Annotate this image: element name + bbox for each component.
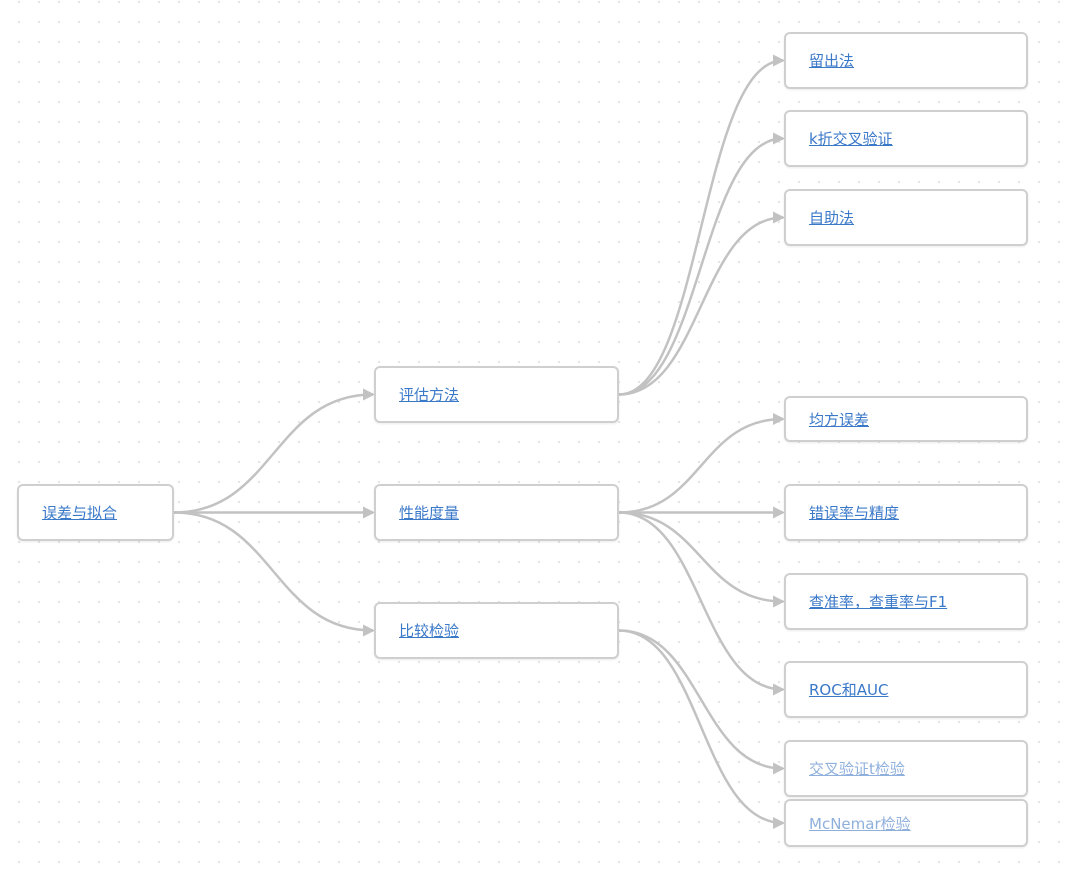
node-precision-recall-f1[interactable]: 查准率，查重率与F1 [784, 573, 1028, 630]
node-roc-and-auc[interactable]: ROC和AUC [784, 661, 1028, 718]
edge-branch-0-to-child-2 [618, 211, 785, 396]
node-root-label[interactable]: 误差与拟合 [42, 504, 118, 522]
node-performance-measures[interactable]: 性能度量 [374, 484, 619, 541]
edge-branch-0-to-child-0 [618, 54, 785, 396]
node-comparison-tests-label[interactable]: 比较检验 [399, 622, 460, 640]
node-mcnemar-test-label[interactable]: McNemar检验 [809, 814, 911, 833]
node-error-rate-and-accuracy-label[interactable]: 错误率与精度 [809, 504, 900, 522]
edge-root-to-branch-2 [173, 511, 375, 637]
node-evaluation-methods-label[interactable]: 评估方法 [399, 386, 460, 404]
edge-branch-2-to-child-1 [618, 629, 785, 829]
edge-branch-1-to-child-3 [618, 511, 785, 696]
node-mean-squared-error-label[interactable]: 均方误差 [809, 410, 870, 429]
node-holdout-label[interactable]: 留出法 [809, 52, 855, 70]
node-error-rate-and-accuracy[interactable]: 错误率与精度 [784, 484, 1028, 541]
node-mean-squared-error[interactable]: 均方误差 [784, 396, 1028, 442]
edge-branch-0-to-child-1 [618, 132, 785, 396]
node-roc-and-auc-label[interactable]: ROC和AUC [809, 681, 889, 699]
edge-branch-2-to-child-0 [618, 629, 785, 775]
node-cross-validation-t-test[interactable]: 交叉验证t检验 [784, 740, 1028, 797]
edge-branch-1-to-child-0 [618, 413, 785, 514]
node-performance-measures-label[interactable]: 性能度量 [399, 504, 460, 522]
node-holdout[interactable]: 留出法 [784, 32, 1028, 89]
node-mcnemar-test[interactable]: McNemar检验 [784, 799, 1028, 847]
node-precision-recall-f1-label[interactable]: 查准率，查重率与F1 [809, 593, 948, 611]
node-comparison-tests[interactable]: 比较检验 [374, 602, 619, 659]
node-evaluation-methods[interactable]: 评估方法 [374, 366, 619, 423]
node-root-error-and-fitting[interactable]: 误差与拟合 [17, 484, 174, 541]
edge-root-to-branch-0 [173, 388, 375, 514]
node-bootstrap-label[interactable]: 自助法 [809, 209, 855, 227]
node-k-fold-cross-validation-label[interactable]: k折交叉验证 [809, 130, 893, 148]
edge-branch-1-to-child-2 [618, 511, 785, 608]
node-cross-validation-t-test-label[interactable]: 交叉验证t检验 [809, 760, 905, 778]
node-bootstrap[interactable]: 自助法 [784, 189, 1028, 246]
node-k-fold-cross-validation[interactable]: k折交叉验证 [784, 110, 1028, 167]
